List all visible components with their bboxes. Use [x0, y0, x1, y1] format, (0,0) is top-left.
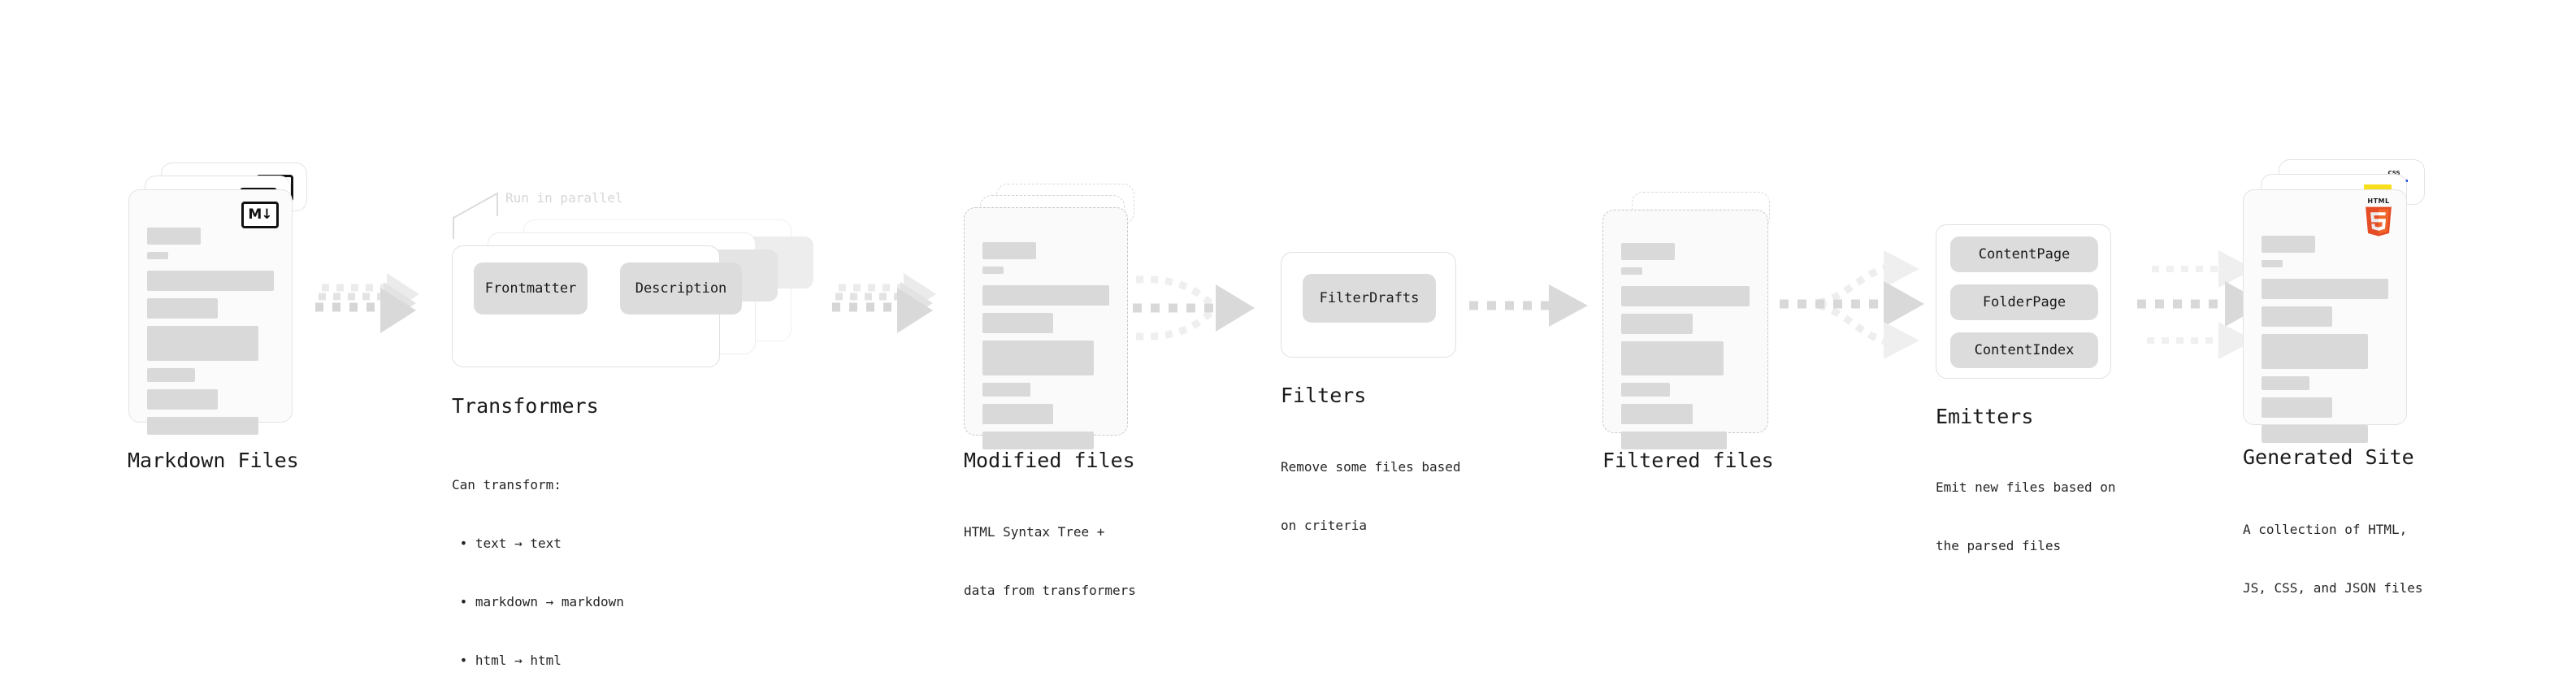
filters-title: Filters — [1281, 384, 1367, 407]
filter-pill-filterdrafts[interactable]: FilterDrafts — [1303, 274, 1436, 323]
markdown-card-content — [147, 228, 274, 442]
emitters-caption-line-0: Emit new files based on — [1936, 479, 2116, 495]
run-in-parallel-label: Run in parallel — [505, 190, 623, 206]
modified-files-card-stack — [964, 184, 1151, 449]
css-badge-label: CSS — [2387, 170, 2400, 176]
html5-badge-label: HTML — [2367, 197, 2390, 205]
modified-files-caption-line-0: HTML Syntax Tree + — [964, 524, 1105, 540]
transformers-group: Run in parallel Frontmatter Descriptio — [452, 189, 826, 367]
generated-card-front-html: HTML — [2243, 189, 2407, 443]
transformers-box-front: Frontmatter Description — [452, 245, 742, 367]
markdown-files-title: Markdown Files — [128, 449, 299, 472]
connector-filters-to-filtered — [1469, 284, 1588, 327]
connector-filtered-to-emitters — [1780, 250, 1924, 359]
filtered-files-title: Filtered files — [1602, 449, 1774, 472]
connector-modified-to-filters — [1133, 275, 1255, 340]
connector-transformers-to-modified — [832, 273, 936, 333]
modified-card-front — [964, 207, 1128, 449]
modified-files-caption-line-1: data from transformers — [964, 583, 1136, 598]
filtered-files-card-stack — [1602, 192, 1789, 449]
markdown-card-front: M↓ — [128, 189, 293, 435]
modified-files-title: Modified files — [964, 449, 1135, 472]
filters-caption-line-0: Remove some files based — [1281, 459, 1461, 475]
markdown-files-card-stack: HTMLM↓ M↓ M↓ — [128, 163, 315, 435]
modified-card-content — [982, 242, 1109, 457]
transformers-caption-line-2: • markdown → markdown — [452, 594, 624, 609]
transformer-pill-description[interactable]: Description — [620, 262, 742, 314]
run-in-parallel-bracket — [453, 192, 498, 239]
filters-caption-line-1: on criteria — [1281, 518, 1367, 533]
filtered-card-front — [1602, 210, 1768, 449]
emitter-pill-contentpage[interactable]: ContentPage — [1950, 236, 2098, 272]
emitters-box: ContentPage FolderPage ContentIndex — [1936, 224, 2111, 379]
transformers-caption-line-3: • html → html — [452, 653, 562, 668]
generated-site-card-stack: CSS HTML — [2243, 159, 2438, 443]
generated-site-caption-line-0: A collection of HTML, — [2243, 522, 2408, 537]
connector-md-to-transformers — [315, 273, 419, 333]
transformers-caption-line-0: Can transform: — [452, 477, 562, 492]
transformers-title: Transformers — [452, 394, 599, 418]
transformers-caption-line-1: • text → text — [452, 536, 562, 551]
transformers-caption: Can transform: • text → text • markdown … — [452, 436, 624, 681]
modified-files-caption: HTML Syntax Tree + data from transformer… — [964, 484, 1136, 640]
html5-icon: HTML — [2364, 197, 2393, 241]
emitters-caption-line-1: the parsed files — [1936, 538, 2062, 553]
transformer-pill-frontmatter[interactable]: Frontmatter — [474, 262, 588, 314]
filters-box: FilterDrafts — [1281, 252, 1456, 358]
markdown-icon: M↓ — [241, 202, 279, 228]
emitter-pill-contentindex[interactable]: ContentIndex — [1950, 332, 2098, 368]
filtered-card-content — [1621, 243, 1750, 457]
generated-site-title: Generated Site — [2243, 445, 2414, 469]
emitter-pill-folderpage[interactable]: FolderPage — [1950, 284, 2098, 320]
generated-site-caption-line-1: JS, CSS, and JSON files — [2243, 580, 2423, 596]
generated-card-content — [2262, 236, 2388, 450]
generated-site-caption: A collection of HTML, JS, CSS, and JSON … — [2243, 481, 2423, 637]
emitters-title: Emitters — [1936, 405, 2034, 428]
filters-caption: Remove some files based on criteria — [1281, 419, 1461, 575]
emitters-caption: Emit new files based on the parsed files — [1936, 439, 2116, 595]
